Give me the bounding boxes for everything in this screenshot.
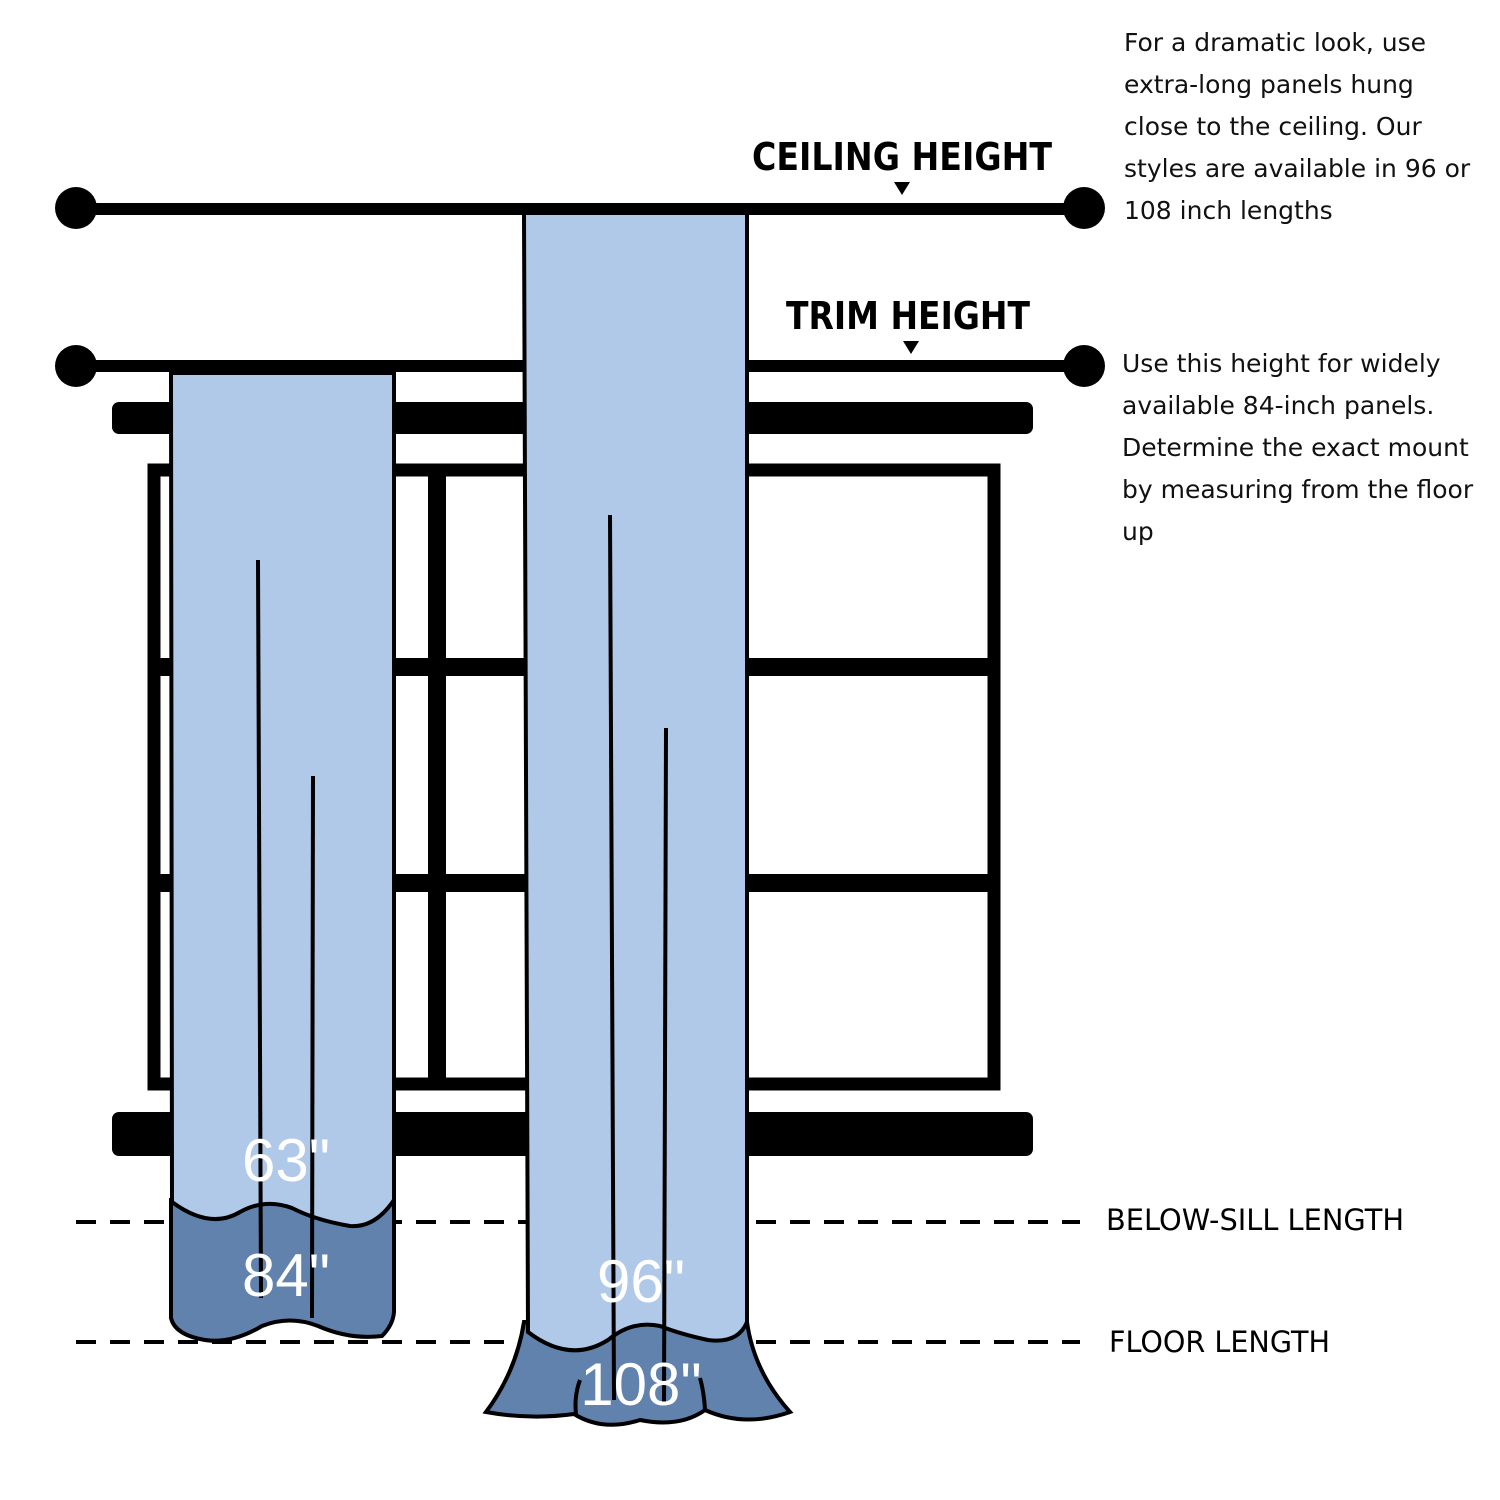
long-panel (482, 211, 794, 1427)
short-panel-fold (256, 559, 263, 1299)
size-label-84: 84" (242, 1242, 330, 1309)
ceiling-rod-finial-right (1063, 187, 1105, 229)
floor-length-label: FLOOR LENGTH (1109, 1325, 1330, 1359)
size-label-63: 63" (242, 1127, 330, 1194)
trim-height-marker-icon (903, 341, 919, 354)
long-panel-fold (698, 1377, 707, 1411)
short-panel-body (168, 371, 396, 1229)
size-label-108: 108" (580, 1351, 701, 1418)
ceiling-height-caption: For a dramatic look, use extra-long pane… (1124, 28, 1471, 225)
long-panel-fold (573, 1379, 582, 1415)
trim-rod-finial-right (1063, 345, 1105, 387)
short-panel (168, 371, 396, 1343)
ceiling-height-marker-icon (894, 182, 910, 195)
short-panel-extension (169, 1198, 396, 1343)
trim-rod-finial-left (55, 345, 97, 387)
long-panel-fold (662, 727, 668, 1405)
long-panel-body (521, 211, 749, 1353)
trim-height-heading: TRIM HEIGHT (786, 294, 1030, 338)
size-label-96: 96" (597, 1248, 685, 1315)
trim-height-caption: Use this height for widely available 84-… (1122, 349, 1474, 546)
ceiling-height-heading: CEILING HEIGHT (752, 135, 1052, 179)
below-sill-length-label: BELOW-SILL LENGTH (1106, 1203, 1404, 1237)
long-panel-fold (608, 514, 616, 1401)
ceiling-rod-finial-left (55, 187, 97, 229)
window-mullion (428, 470, 446, 1084)
ceiling-rod (55, 187, 1105, 229)
short-panel-fold (310, 775, 315, 1319)
